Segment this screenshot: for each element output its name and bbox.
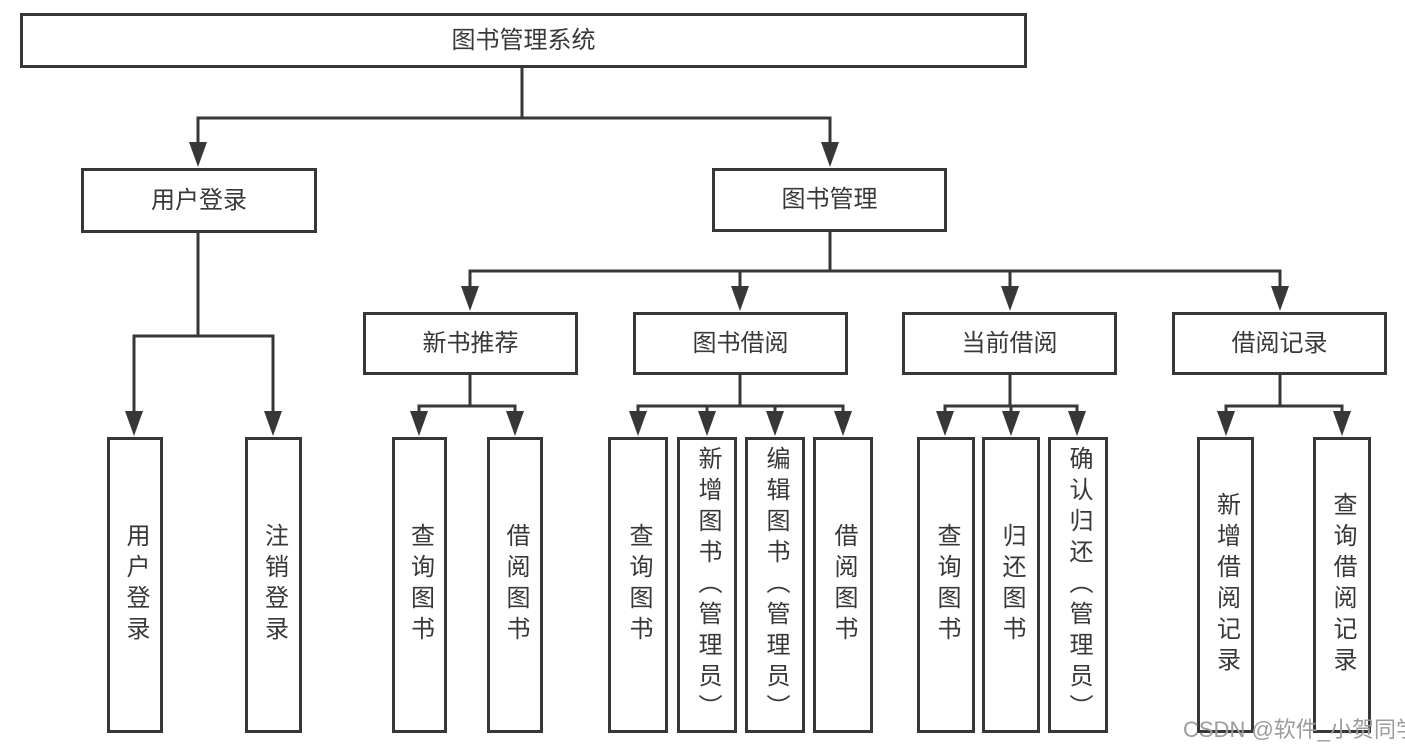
node-return-books: 归还图书 xyxy=(982,437,1040,733)
node-new-book-recommend: 新书推荐 xyxy=(363,312,578,375)
node-label: 图书借阅 xyxy=(692,329,789,357)
node-query-borrow-record: 查询借阅记录 xyxy=(1313,437,1371,733)
node-recommend-query-books: 查询图书 xyxy=(392,437,447,733)
arrowhead-icon xyxy=(125,411,143,436)
arrowhead-icon xyxy=(766,411,784,436)
connector-root-to-level1 xyxy=(189,68,839,167)
node-book-borrowing: 图书借阅 xyxy=(633,312,848,375)
arrowhead-icon xyxy=(1333,411,1351,436)
node-label: 借阅图书 xyxy=(502,523,529,647)
node-label: 借阅记录 xyxy=(1231,329,1328,357)
arrowhead-icon xyxy=(1271,286,1289,311)
node-label: 查询图书 xyxy=(625,523,652,647)
node-edit-book-admin: 编辑图书（管理员） xyxy=(745,437,805,733)
node-label: 注销登录 xyxy=(260,523,288,647)
connector-records-to-leaves xyxy=(1217,375,1351,436)
node-label: 当前借阅 xyxy=(961,329,1058,357)
node-book-management: 图书管理 xyxy=(712,168,947,232)
node-current-query-books: 查询图书 xyxy=(917,437,975,733)
node-label: 用户登录 xyxy=(122,523,149,647)
arrowhead-icon xyxy=(264,411,282,436)
node-label: 图书管理系统 xyxy=(451,26,596,54)
arrowhead-icon xyxy=(506,411,524,436)
node-label: 查询借阅记录 xyxy=(1329,492,1356,678)
connector-book-mgmt-to-level2 xyxy=(461,232,1289,311)
node-label: 编辑图书（管理员） xyxy=(762,445,789,725)
node-add-borrow-record: 新增借阅记录 xyxy=(1197,437,1254,733)
node-label: 归还图书 xyxy=(998,523,1025,647)
arrowhead-icon xyxy=(821,142,839,167)
connector-current-to-leaves xyxy=(936,375,1086,436)
arrowhead-icon xyxy=(1068,411,1086,436)
node-label: 查询图书 xyxy=(406,523,434,647)
node-user-login-leaf: 用户登录 xyxy=(107,437,163,733)
node-borrow-records: 借阅记录 xyxy=(1172,312,1387,375)
node-label: 查询图书 xyxy=(933,523,960,647)
node-logout: 注销登录 xyxy=(245,437,302,733)
node-label: 用户登录 xyxy=(151,186,247,214)
node-confirm-return-admin: 确认归还（管理员） xyxy=(1048,437,1108,733)
node-label: 新增借阅记录 xyxy=(1212,492,1240,678)
arrowhead-icon xyxy=(410,411,428,436)
node-recommend-borrow-books: 借阅图书 xyxy=(487,437,543,733)
node-borrow-books: 借阅图书 xyxy=(813,437,873,733)
arrowhead-icon xyxy=(189,142,207,167)
node-borrow-query-books: 查询图书 xyxy=(608,437,668,733)
node-add-book-admin: 新增图书（管理员） xyxy=(677,437,737,733)
node-label: 图书管理 xyxy=(781,186,878,213)
arrowhead-icon xyxy=(461,286,479,311)
node-current-borrowing: 当前借阅 xyxy=(902,312,1117,375)
node-label: 确认归还（管理员） xyxy=(1065,445,1092,725)
node-user-login: 用户登录 xyxy=(81,168,317,233)
arrowhead-icon xyxy=(629,411,647,436)
arrowhead-icon xyxy=(834,411,852,436)
arrowhead-icon xyxy=(1217,411,1235,436)
arrowhead-icon xyxy=(731,286,749,311)
arrowhead-icon xyxy=(698,411,716,436)
arrowhead-icon xyxy=(1002,411,1020,436)
node-label: 新增图书（管理员） xyxy=(694,445,721,725)
arrowhead-icon xyxy=(936,411,954,436)
arrowhead-icon xyxy=(1001,286,1019,311)
watermark: CSDN @软件_小贺同学 xyxy=(1183,717,1405,742)
connector-user-login-to-leaves xyxy=(125,233,282,436)
node-label: 借阅图书 xyxy=(830,523,857,647)
connector-recommend-to-leaves xyxy=(410,375,524,436)
node-label: 新书推荐 xyxy=(422,329,519,357)
node-library-system: 图书管理系统 xyxy=(20,13,1027,68)
connector-borrowing-to-leaves xyxy=(629,375,852,436)
